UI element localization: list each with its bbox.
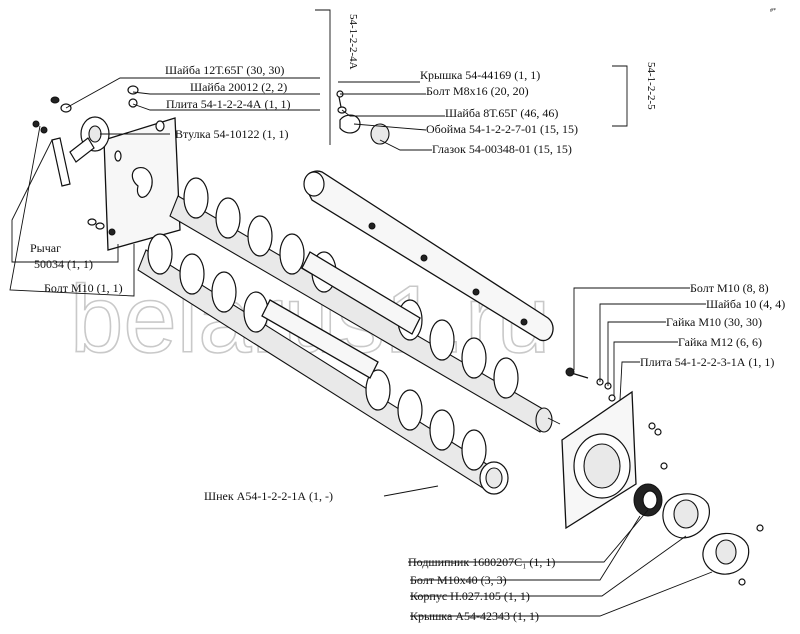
label-bolt-m10-right: Болт М10 (8, 8)	[690, 281, 769, 295]
part-labels: Шайба 12Т.65Г (30, 30) Шайба 20012 (2, 2…	[30, 63, 785, 623]
right-end-assembly	[561, 367, 764, 586]
trough-cover	[303, 170, 554, 342]
left-plate-cutout	[131, 166, 153, 198]
label-clamp: Обойма 54-1-2-2-7-01 (15, 15)	[426, 122, 578, 136]
label-bushing: Втулка 54-10122 (1, 1)	[175, 127, 289, 141]
left-end-assembly	[32, 85, 181, 251]
label-washer-8t: Шайба 8Т.65Г (46, 46)	[445, 106, 558, 120]
group-label-4a: 54-1-2-2-4А	[347, 14, 359, 70]
eyelet-part	[370, 123, 390, 145]
label-washer-12t: Шайба 12Т.65Г (30, 30)	[165, 63, 284, 77]
slot-strip-1	[261, 299, 379, 379]
label-plate-3-1a: Плита 54-1-2-2-3-1А (1, 1)	[640, 355, 774, 369]
label-plate-4a: Плита 54-1-2-2-4А (1, 1)	[166, 97, 290, 111]
label-bearing: Подшипник 1680207С₁ (1, 1)	[408, 555, 555, 569]
label-cover-44169: Крышка 54-44169 (1, 1)	[420, 68, 540, 82]
label-bolt-m10-left: Болт М10 (1, 1)	[44, 281, 123, 295]
slot-strip-2	[301, 251, 421, 335]
label-cover-42343: Крышка А54-42343 (1, 1)	[410, 609, 539, 623]
label-nut-m12: Гайка М12 (6, 6)	[678, 335, 762, 349]
clamp-part	[339, 114, 361, 134]
cover-hardware	[336, 90, 390, 145]
group-label-5: 54-1-2-2-5	[645, 62, 657, 110]
label-bolt-m8: Болт М8х16 (20, 20)	[426, 84, 529, 98]
label-washer-10: Шайба 10 (4, 4)	[706, 297, 785, 311]
label-washer-20012: Шайба 20012 (2, 2)	[190, 80, 287, 94]
label-housing: Корпус Н.027.105 (1, 1)	[410, 589, 530, 603]
label-nut-m10: Гайка М10 (30, 30)	[666, 315, 762, 329]
group-bracket-4a: 54-1-2-2-4А	[315, 9, 359, 145]
group-bracket-5: 54-1-2-2-5	[612, 62, 657, 127]
corner-mark: #*	[770, 8, 776, 14]
leader-lines	[9, 77, 713, 617]
label-bolt-m10x40: Болт М10х40 (3, 3)	[410, 573, 507, 587]
lever-part	[51, 137, 71, 187]
label-auger: Шнек А54-1-2-2-1А (1, -)	[204, 489, 333, 503]
auger-lower	[137, 233, 509, 495]
label-eyelet: Глазок 54-00348-01 (15, 15)	[432, 142, 572, 156]
label-lever-b: 50034 (1, 1)	[34, 257, 93, 271]
auger-upper	[169, 177, 561, 433]
label-lever-a: Рычаг	[30, 241, 61, 255]
